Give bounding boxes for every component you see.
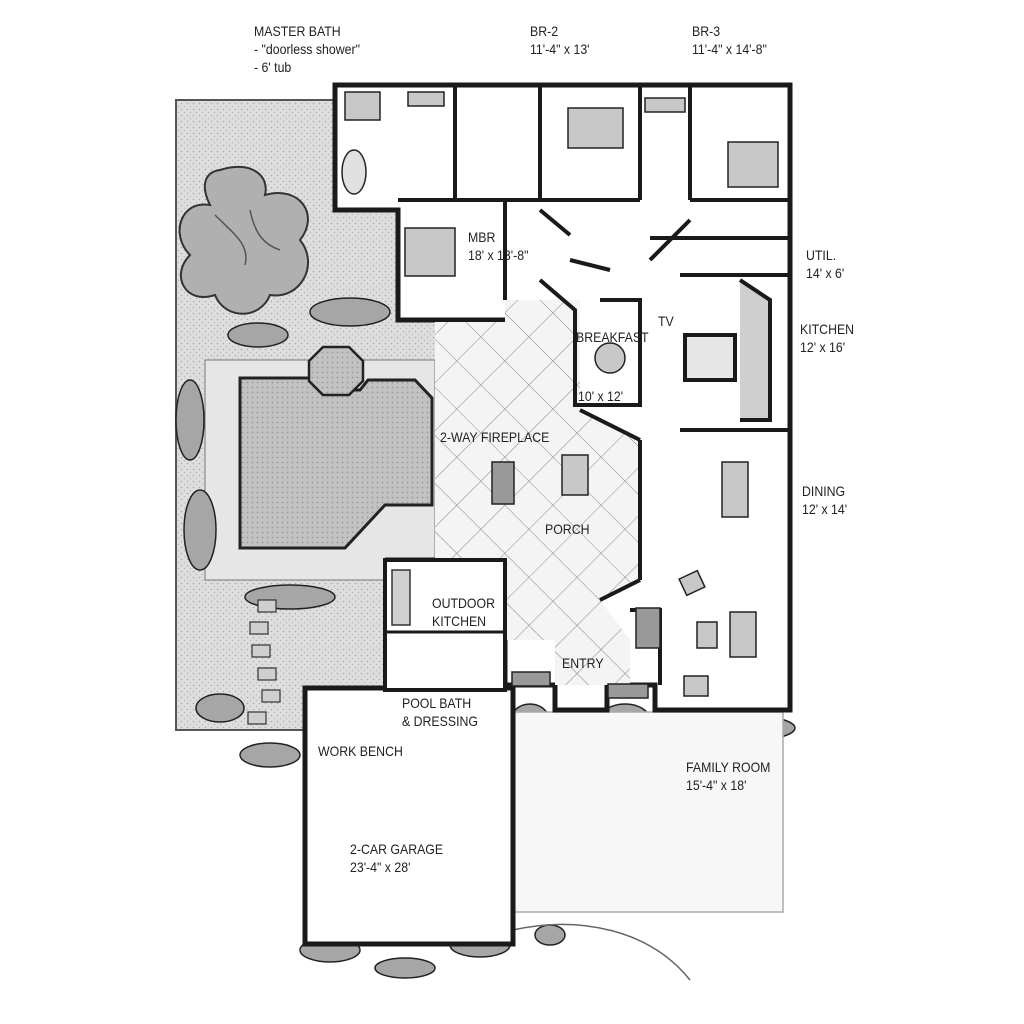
dining-name: DINING bbox=[802, 483, 846, 499]
breakfast-size: 10' x 12' bbox=[578, 388, 624, 404]
sofa-icon bbox=[729, 611, 757, 658]
br2-size: 11'-4" x 13' bbox=[530, 41, 590, 57]
bed-icon bbox=[567, 107, 624, 149]
mbr-size: 18' x 13'-8" bbox=[468, 247, 529, 263]
bed-icon bbox=[404, 227, 456, 277]
garage-size: 23'-4" x 28' bbox=[350, 859, 411, 875]
bathtub-icon bbox=[341, 149, 367, 195]
furniture bbox=[341, 91, 779, 699]
family-room-label: FAMILY ROOM 15'-4" x 18' bbox=[686, 758, 770, 794]
br3-name: BR-3 bbox=[692, 23, 721, 39]
table-icon bbox=[561, 454, 589, 496]
pool-bath-line1: POOL BATH bbox=[402, 695, 472, 711]
pool-bath-line2: & DRESSING bbox=[402, 713, 478, 729]
util-name: UTIL. bbox=[806, 247, 837, 263]
entry-label: ENTRY bbox=[562, 655, 604, 671]
util-size: 14' x 6' bbox=[806, 265, 845, 281]
kitchen-name: KITCHEN bbox=[800, 321, 855, 337]
bed-icon bbox=[727, 141, 779, 188]
mbr-label: MBR 18' x 13'-8" bbox=[468, 228, 528, 264]
table-icon bbox=[721, 461, 749, 518]
work-bench-label: WORK BENCH bbox=[318, 743, 403, 759]
family-room-size: 15'-4" x 18' bbox=[686, 777, 747, 793]
mbr-name: MBR bbox=[468, 229, 496, 245]
spa bbox=[307, 345, 365, 397]
kitchen-size: 12' x 16' bbox=[800, 339, 846, 355]
dining-label: DINING 12' x 14' bbox=[802, 482, 847, 518]
driveway bbox=[512, 711, 784, 981]
br2-name: BR-2 bbox=[530, 23, 559, 39]
util-label: UTIL. 14' x 6' bbox=[806, 246, 844, 282]
tv-label: TV bbox=[658, 313, 674, 329]
master-bath-title: MASTER BATH bbox=[254, 23, 341, 39]
br2-label: BR-2 11'-4" x 13' bbox=[530, 22, 590, 58]
family-room-name: FAMILY ROOM bbox=[686, 759, 771, 775]
fireplace-icon bbox=[491, 461, 515, 505]
fireplace-label: 2-WAY FIREPLACE bbox=[440, 429, 550, 445]
porch-label: PORCH bbox=[545, 521, 590, 537]
garage-label: 2-CAR GARAGE 23'-4" x 28' bbox=[350, 840, 443, 876]
dining-size: 12' x 14' bbox=[802, 501, 848, 517]
br3-size: 11'-4" x 14'-8" bbox=[692, 41, 767, 57]
pool bbox=[238, 345, 434, 550]
master-bath-note: - 6' tub bbox=[254, 59, 292, 75]
outdoor-kitchen-label: OUTDOOR KITCHEN bbox=[432, 594, 495, 630]
tree-icon bbox=[178, 165, 310, 315]
pool-bath-label: POOL BATH & DRESSING bbox=[402, 694, 478, 730]
breakfast-name: BREAKFAST bbox=[576, 329, 649, 345]
table-icon bbox=[594, 342, 626, 374]
kitchen-label: KITCHEN 12' x 16' bbox=[800, 320, 854, 356]
outdoor-kitchen-line2: KITCHEN bbox=[432, 613, 487, 629]
interior-walls bbox=[335, 85, 790, 685]
outdoor-kitchen-line1: OUTDOOR bbox=[432, 595, 495, 611]
garage-name: 2-CAR GARAGE bbox=[350, 841, 444, 857]
master-bath-note: - "doorless shower" bbox=[254, 41, 360, 57]
stepping-stones bbox=[247, 599, 281, 725]
br3-label: BR-3 11'-4" x 14'-8" bbox=[692, 22, 767, 58]
master-bath-label: MASTER BATH - "doorless shower" - 6' tub bbox=[254, 22, 360, 76]
